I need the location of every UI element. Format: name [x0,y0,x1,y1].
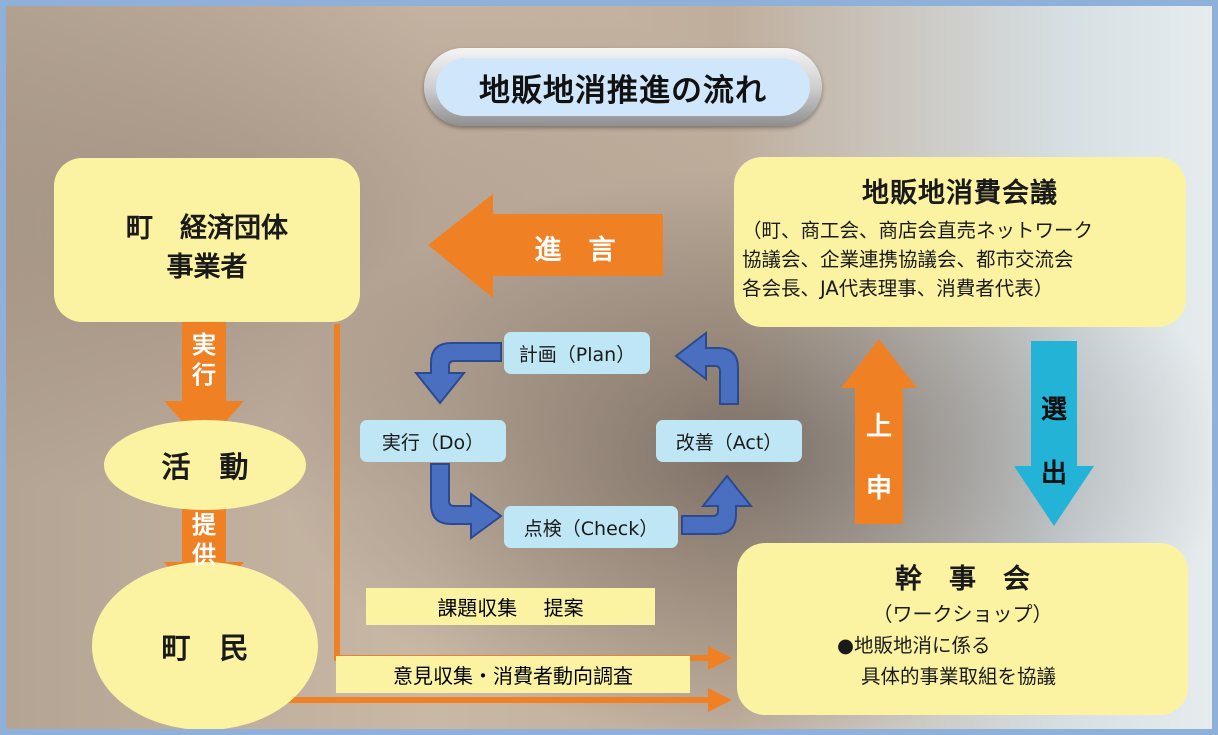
diagram-title: 地販地消推進の流れ [436,58,810,116]
pdca-act-label: 改善（Act） [675,431,783,454]
citizens-label: 町 民 [161,631,249,665]
title-banner: 地販地消推進の流れ [424,48,822,126]
execute-arrow-label: 実 行 [182,330,226,390]
issue-collection-arrowhead [708,646,732,670]
steering-committee-line-1: ●地販地消に係る [837,634,991,657]
pdca-arrows [413,330,754,540]
provide-char-2: 供 [192,541,216,569]
council-members-line-2: 協議会、企業連携協議会、都市交流会 [742,248,1074,271]
steering-committee-line-2: 具体的事業取組を協議 [861,665,1057,688]
council-box: 地販地消費会議 （町、商工会、商店会直売ネットワーク 協議会、企業連携協議会、都… [734,157,1186,327]
activity-label: 活 動 [161,450,249,484]
elect-arrow-label: 選 出 [1031,378,1077,506]
report-char-1: 上 [865,412,892,442]
pdca-plan-label: 計画（Plan） [518,343,636,366]
plan-to-do-arrow [413,342,502,405]
council-members-line-3: 各会長、JA代表理事、消費者代表） [742,277,1054,300]
pdca-do-box: 実行（Do） [360,420,506,462]
opinion-survey-arrowhead [708,688,732,712]
advice-arrow [428,194,663,298]
council-name: 地販地消費会議 [862,178,1058,209]
opinion-survey-label-box: 意見収集・消費者動向調査 [336,656,690,693]
act-to-plan-arrow [674,330,739,405]
town-organization-box: 町 経済団体 事業者 [54,158,360,322]
provide-arrow-label: 提 供 [182,510,226,570]
issue-collection-label: 課題収集 提案 [437,596,584,620]
town-organization-line-2: 事業者 [166,252,248,283]
citizens-ellipse: 町 民 [92,562,318,729]
execute-char-2: 行 [192,361,216,389]
elect-char-1: 選 [1040,395,1067,425]
pdca-act-box: 改善（Act） [656,420,802,462]
steering-committee-box: 幹 事 会 （ワークショップ） ●地販地消に係る 具体的事業取組を協議 [737,543,1188,715]
connectors-layer [164,194,1094,712]
check-to-act-arrow [681,474,754,535]
activity-ellipse: 活 動 [104,420,306,510]
council-members-line-1: （町、商工会、商店会直売ネットワーク [742,219,1094,242]
pdca-plan-box: 計画（Plan） [504,332,650,374]
steering-committee-subtitle: （ワークショップ） [872,602,1053,626]
advice-arrow-label: 進 言 [534,235,616,266]
steering-committee-name: 幹 事 会 [895,564,1030,595]
elect-char-2: 出 [1040,459,1067,489]
execute-char-1: 実 [192,331,216,359]
pdca-do-label: 実行（Do） [381,431,485,454]
issue-collection-label-box: 課題収集 提案 [366,588,655,625]
elect-arrow [1014,341,1094,526]
execute-arrow [164,312,244,446]
do-to-check-arrow [430,463,503,540]
opinion-survey-label: 意見収集・消費者動向調査 [393,664,633,688]
pdca-check-label: 点検（Check） [523,517,659,540]
report-arrow [841,339,917,524]
provide-char-1: 提 [192,511,216,539]
pdca-check-box: 点検（Check） [504,506,678,548]
report-char-2: 申 [865,474,892,504]
town-organization-line-1: 町 経済団体 [126,213,288,244]
report-arrow-label: 上 申 [855,396,903,520]
